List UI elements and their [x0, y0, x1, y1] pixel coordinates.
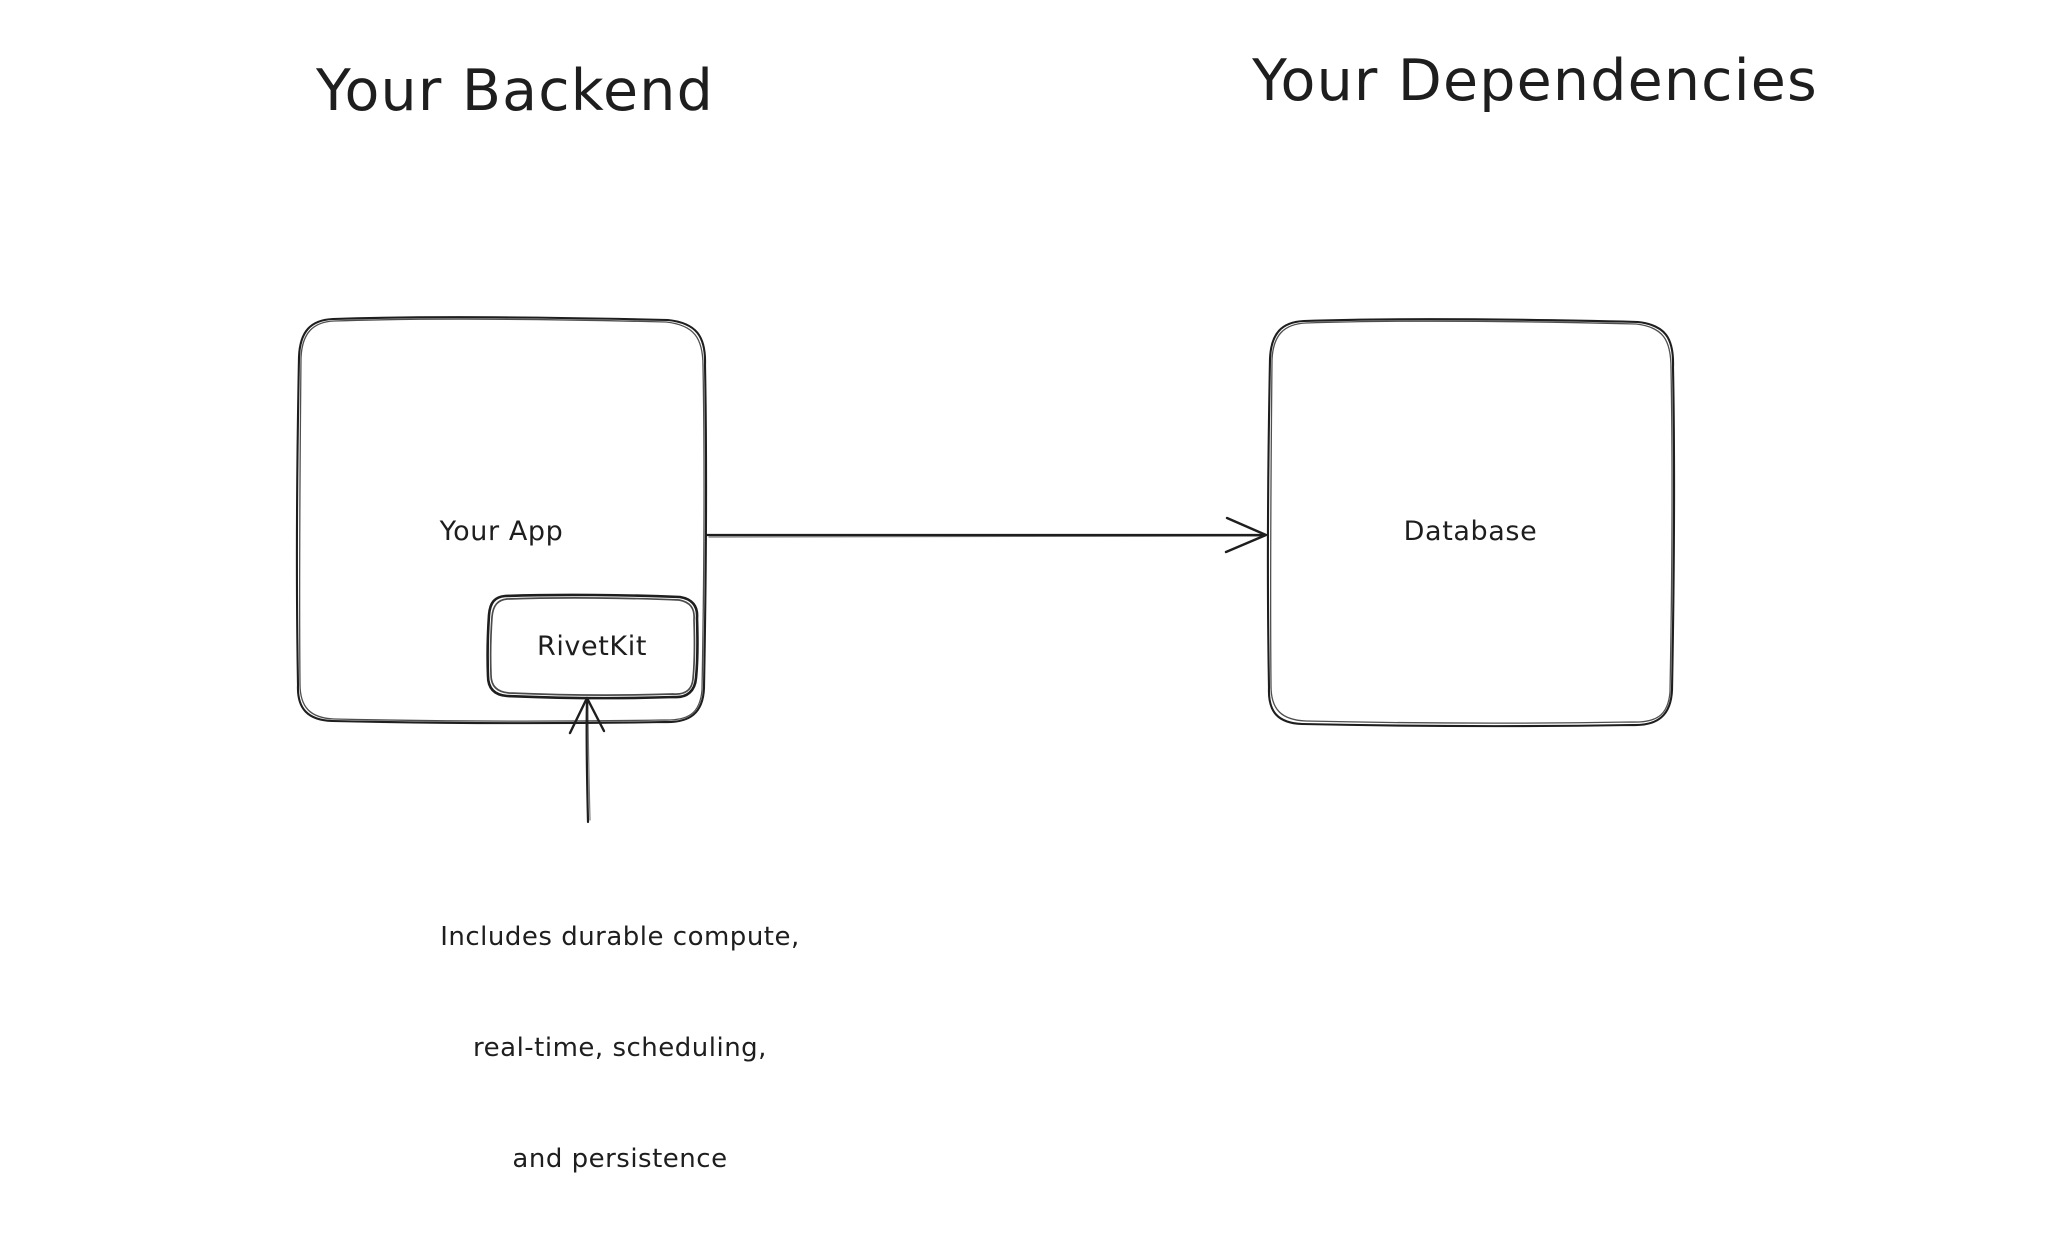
caption-note-line-3: and persistence	[512, 1144, 728, 1174]
arrow-app-to-database[interactable]	[705, 516, 1268, 554]
group-title-your-dependencies: Your Dependencies	[1252, 48, 1818, 114]
your-app-box-stroke-2	[298, 318, 705, 722]
database-box[interactable]	[1266, 318, 1676, 728]
rivetkit-box-stroke-1	[486, 593, 699, 700]
arrow-note-to-rivetkit-shaft	[585, 698, 590, 824]
caption-note-line-1: Includes durable compute,	[440, 922, 800, 952]
node-label-rivetkit: RivetKit	[536, 631, 648, 662]
node-label-your-app: Your App	[439, 516, 564, 547]
arrow-note-to-rivetkit-shaft-2	[587, 701, 591, 821]
rivetkit-box-stroke-2	[489, 597, 696, 696]
database-box-stroke-2	[1269, 320, 1673, 724]
database-box-stroke-1	[1266, 318, 1676, 728]
node-label-database: Database	[1403, 516, 1538, 547]
rivetkit-box[interactable]	[486, 593, 699, 700]
diagram-canvas: Your Backend Your Dependencies Your App …	[295, 48, 1818, 1174]
arrow-note-to-rivetkit[interactable]	[568, 696, 606, 824]
group-title-your-backend: Your Backend	[316, 58, 714, 124]
caption-note: Includes durable compute, real-time, sch…	[380, 845, 860, 1252]
diagram-shapes-layer	[295, 316, 1676, 824]
your-app-box-stroke-1	[295, 316, 708, 725]
arrow-note-to-rivetkit-head	[568, 696, 606, 735]
arrow-app-to-database-shaft-2	[708, 535, 1264, 538]
your-app-box[interactable]	[295, 316, 708, 725]
caption-note-line-2: real-time, scheduling,	[473, 1033, 767, 1063]
arrow-app-to-database-head	[1224, 516, 1268, 554]
arrow-app-to-database-shaft	[705, 533, 1266, 537]
